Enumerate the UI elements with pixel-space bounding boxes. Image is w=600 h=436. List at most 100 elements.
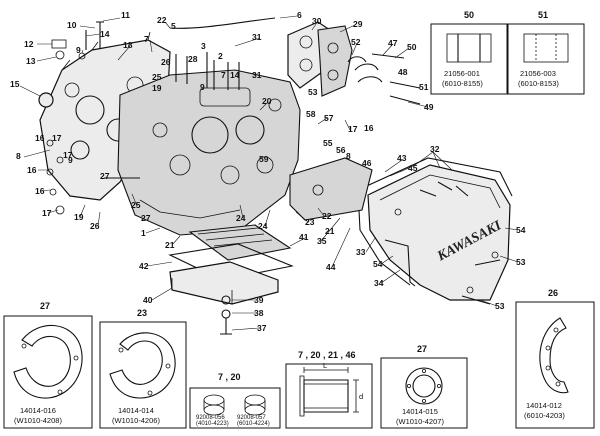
oil-strainer [188, 224, 292, 261]
callout-44: 44 [326, 262, 336, 272]
callout-10: 10 [67, 20, 77, 30]
leader-lines [19, 15, 519, 331]
bearing-halves-52 [347, 56, 383, 83]
callout-25: 25 [152, 72, 162, 82]
callout-26: 26 [161, 57, 171, 67]
callout-16b: 16 [35, 133, 45, 143]
callout-20: 20 [262, 96, 272, 106]
callout-53c: 53 [495, 301, 505, 311]
callout-19b: 19 [74, 212, 84, 222]
callout-35: 35 [317, 236, 327, 246]
inset-720-part-b: 92008-057 [237, 415, 266, 421]
callout-19: 19 [152, 83, 162, 93]
crankcase-right-half [117, 69, 301, 236]
callout-22b: 22 [322, 211, 332, 221]
callout-14b: 14 [230, 70, 240, 80]
bolts-47-49 [371, 53, 421, 105]
callout-28: 28 [188, 54, 198, 64]
callout-18: 18 [123, 40, 133, 50]
inner-plate-56 [289, 157, 373, 221]
dim-label-l: L [323, 361, 327, 370]
callout-54b: 54 [516, 225, 526, 235]
inset-sleeve-number: 7 , 20 , 21 , 46 [298, 350, 356, 360]
callout-31b: 31 [252, 70, 262, 80]
studs [175, 52, 240, 90]
callout-7b: 7 [221, 70, 226, 80]
drain-bolt-37 [220, 295, 232, 335]
callout-22: 22 [157, 15, 167, 25]
inset-27-gasket-a: 27 14014-016 (W1010-4208) [3, 301, 93, 429]
callout-50: 50 [407, 42, 417, 52]
callout-17: 17 [348, 124, 358, 134]
callout-6: 6 [297, 10, 302, 20]
callout-21: 21 [165, 240, 175, 250]
callout-17b: 17 [52, 133, 62, 143]
callout-26b: 26 [90, 221, 100, 231]
callout-23: 23 [305, 217, 315, 227]
callout-24: 24 [236, 213, 246, 223]
inset-51-part: 21056-003 [520, 69, 556, 78]
callout-12: 12 [24, 39, 34, 49]
callout-34: 34 [374, 278, 384, 288]
inset-26-part: 14014-012 [526, 401, 562, 410]
inset-27b-code: (W1010-4207) [396, 417, 444, 426]
callout-8: 8 [16, 151, 21, 161]
callout-14: 14 [100, 29, 110, 39]
inset-7-20-dowels: 7 , 20 92008-056 (4010-4223) 92008-057 (… [189, 372, 281, 429]
callout-17c: 17 [63, 150, 73, 160]
callout-9c: 9 [68, 155, 73, 165]
callout-32: 32 [430, 144, 440, 154]
inset-720-part-a: 92008-056 [196, 415, 225, 421]
inset-23-gasket: 23 14014-014 (W1010-4206) [99, 308, 187, 429]
callout-24b: 24 [258, 221, 268, 231]
cam-cap-29 [317, 25, 353, 97]
callout-25b: 25 [131, 200, 141, 210]
inset-27a-part: 14014-016 [20, 406, 56, 415]
callout-7: 7 [144, 34, 149, 44]
inset-26-gasket: 26 14014-012 (6010-4203) [515, 288, 595, 429]
callout-56: 56 [336, 145, 346, 155]
callout-47: 47 [388, 38, 398, 48]
inset-50-bearing: 50 21056-001 (6010-8155) [430, 10, 508, 95]
callout-54: 54 [373, 259, 383, 269]
chain-cover: KAWASAKI [367, 164, 511, 301]
inset-sleeve-dimension: 7 , 20 , 21 , 46 d L [285, 350, 373, 429]
inset-50-part: 21056-001 [444, 69, 480, 78]
callout-53b: 53 [516, 257, 526, 267]
callout-3: 3 [201, 41, 206, 51]
inset-51-number: 51 [538, 10, 548, 20]
callout-16c: 16 [27, 165, 37, 175]
callout-29: 29 [353, 19, 363, 29]
inset-50-code: (6010-8155) [442, 79, 483, 88]
inset-51-code: (6010-8153) [518, 79, 559, 88]
inset-23-number: 23 [137, 308, 147, 318]
inset-720-code-b: (6010-4224) [237, 421, 270, 427]
callout-45: 45 [408, 163, 418, 173]
callout-16d: 16 [35, 186, 45, 196]
callout-17d: 17 [42, 208, 52, 218]
callout-53: 53 [308, 87, 318, 97]
callout-51: 51 [419, 82, 429, 92]
callout-49: 49 [424, 102, 434, 112]
callout-46: 46 [362, 158, 372, 168]
callout-59: 59 [259, 154, 269, 164]
callout-11: 11 [121, 10, 130, 20]
callout-9b: 9 [200, 82, 205, 92]
callout-16: 16 [364, 123, 374, 133]
callout-41: 41 [299, 232, 309, 242]
inset-27-gasket-b: 27 14014-015 (W1010-4207) [380, 344, 468, 429]
callout-55: 55 [323, 138, 333, 148]
callout-21b: 21 [325, 226, 335, 236]
callout-8b: 8 [346, 151, 351, 161]
callout-40: 40 [143, 295, 153, 305]
callout-numbers: 11 10 14 12 9 13 18 7 22 5 6 30 29 31 52… [10, 10, 526, 333]
inset-27a-code: (W1010-4208) [14, 416, 62, 425]
callout-27b: 27 [141, 213, 151, 223]
inset-27a-number: 27 [40, 301, 50, 311]
drain-plug-15 [38, 92, 54, 108]
callout-2: 2 [218, 51, 223, 61]
callout-52: 52 [351, 37, 361, 47]
callout-9: 9 [76, 45, 81, 55]
inset-27b-number: 27 [417, 344, 427, 354]
